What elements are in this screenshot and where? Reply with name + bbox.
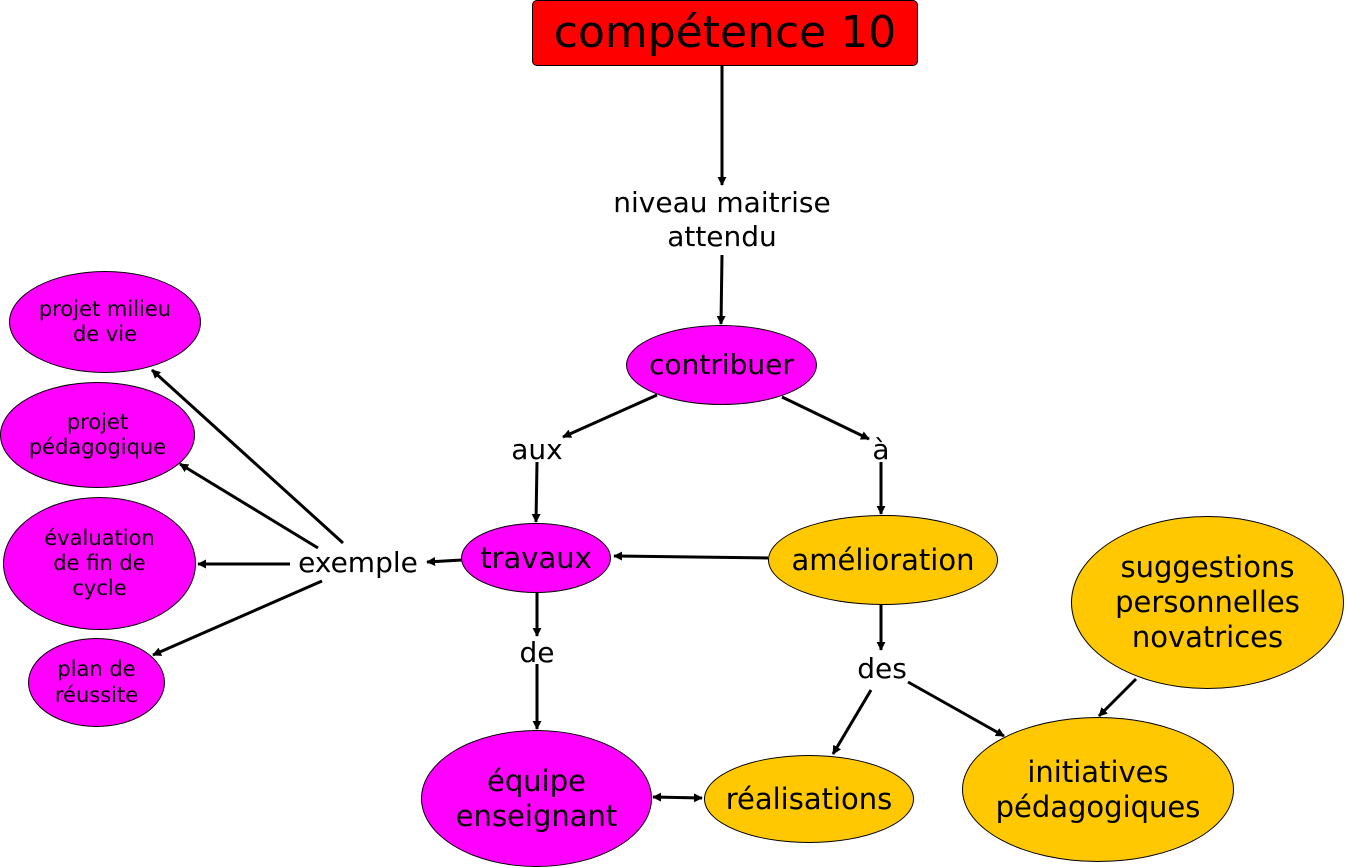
node-contribuer: contribuer: [626, 325, 817, 405]
edge-travaux-exemple: [426, 557, 463, 567]
edge-contribuer-a: [781, 395, 870, 441]
node-realisations: réalisations: [704, 755, 914, 843]
node-projet-milieu-de-vie: projet milieu de vie: [9, 271, 201, 373]
link-label-niveau-maitrise: niveau maitrise attendu: [613, 186, 831, 253]
edge-exemple-projet-milieu: [150, 368, 345, 545]
edge-exemple-projet-peda: [179, 462, 319, 550]
link-label-de: de: [519, 636, 555, 670]
node-plan-de-reussite: plan de réussite: [28, 638, 165, 727]
node-evaluation-fin-de-cycle: évaluation de fin de cycle: [3, 497, 196, 630]
title-competence-10: compétence 10: [532, 0, 918, 66]
node-travaux: travaux: [461, 523, 611, 593]
node-amelioration: amélioration: [768, 515, 998, 605]
link-label-a: à: [872, 433, 890, 467]
link-label-exemple: exemple: [298, 546, 418, 580]
edge-suggestions-initiatives: [1097, 677, 1138, 718]
edge-niveau-contribuer: [716, 254, 726, 325]
edge-contribuer-aux: [562, 393, 658, 439]
edge-aux-travaux: [531, 461, 541, 523]
edge-exemple-plan: [152, 579, 323, 657]
node-projet-pedagogique: projet pédagogique: [0, 382, 195, 488]
edge-des-initiatives: [907, 680, 1005, 738]
link-label-des: des: [857, 652, 907, 686]
node-initiatives: initiatives pédagogiques: [962, 717, 1234, 862]
edge-des-realisations: [831, 689, 873, 755]
edge-equipe-realisations: [652, 792, 703, 803]
node-equipe-enseignant: équipe enseignant: [421, 730, 652, 867]
link-label-aux: aux: [511, 433, 563, 467]
node-suggestions: suggestions personnelles novatrices: [1071, 516, 1344, 689]
edge-amelioration-travaux: [613, 551, 769, 561]
